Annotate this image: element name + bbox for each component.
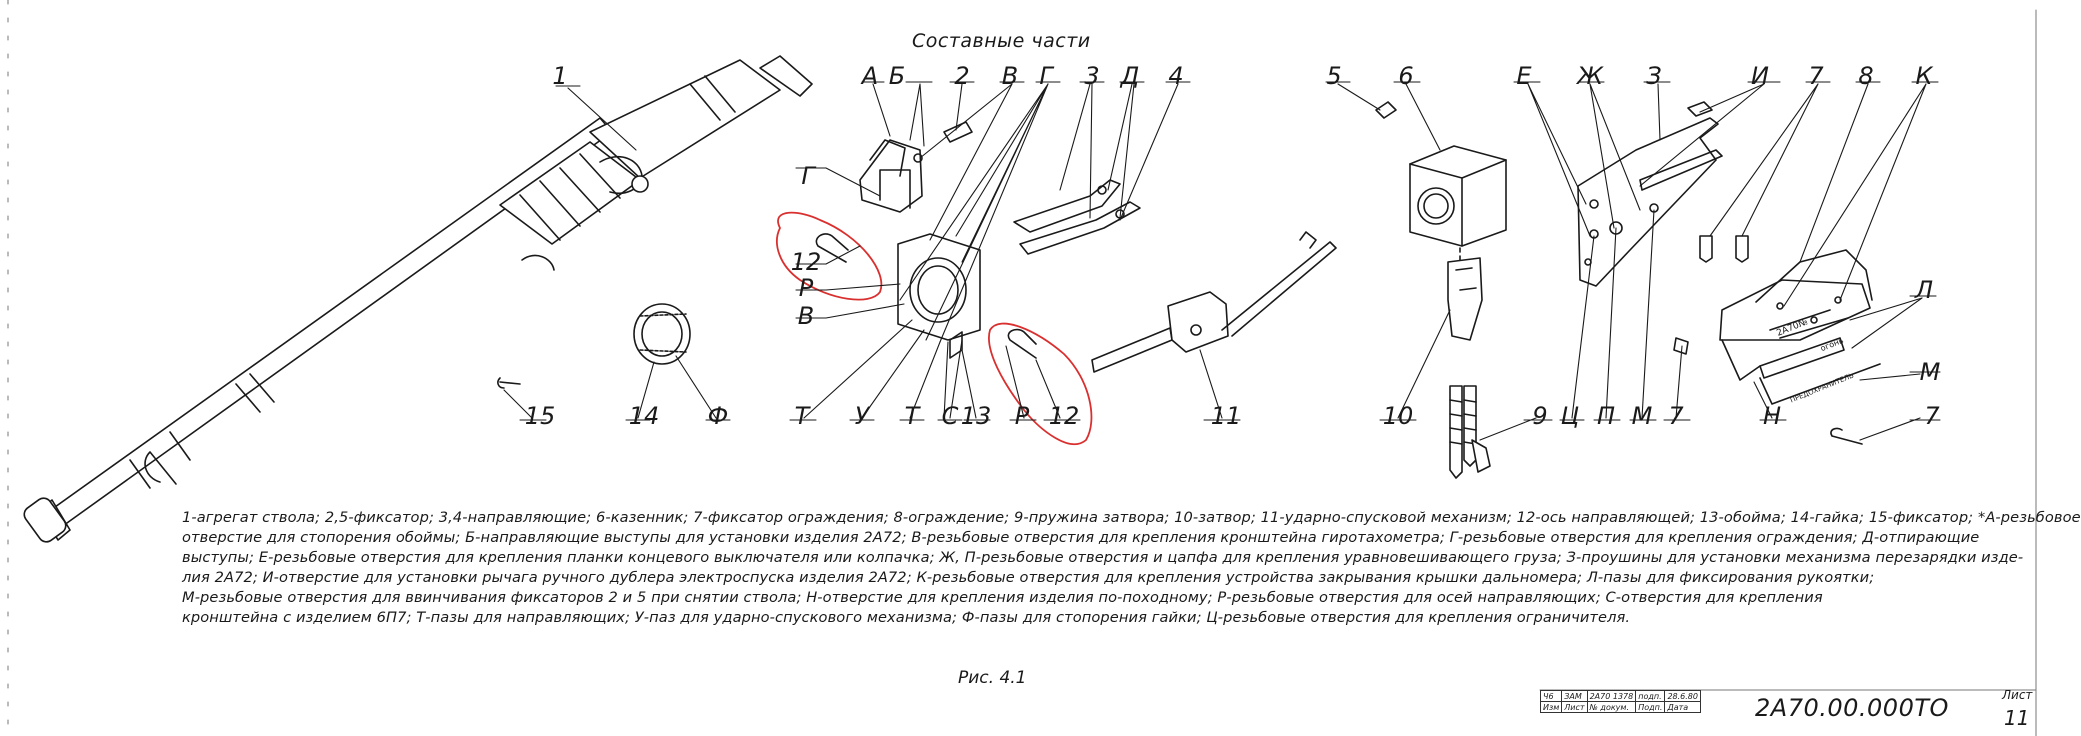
drawing-title: Составные части <box>912 30 1091 52</box>
document-code: 2А70.00.000ТО <box>1755 694 1949 722</box>
breech-part <box>1375 101 1507 479</box>
callout-cF: Ф <box>707 402 729 430</box>
callout-c11: 11 <box>1210 402 1242 430</box>
callout-cG2: Г <box>801 162 815 190</box>
callout-c3: 3 <box>1084 62 1100 90</box>
callout-cA: А <box>861 62 879 90</box>
stamp-cell: 2А70 1378 <box>1586 690 1637 702</box>
callout-cZh: Ж <box>1577 62 1603 90</box>
holder-part <box>859 121 973 213</box>
red-annotation-circles <box>776 211 1093 446</box>
stamp-cell: Ч6 <box>1539 690 1563 702</box>
callout-cE: Е <box>1516 62 1532 90</box>
legend-line: отверстие для стопорения обоймы; Б-напра… <box>182 529 1980 546</box>
callout-cV: В <box>1001 62 1019 90</box>
stamp-cell: Дата <box>1664 701 1701 713</box>
firing-mechanism-part <box>1091 231 1337 373</box>
stamp-cell: Лист <box>1561 701 1588 713</box>
guard-part <box>1673 235 1881 445</box>
callout-cR1: Р <box>798 274 814 302</box>
barrel-assembly-part <box>23 55 813 543</box>
callout-c8: 8 <box>1858 62 1874 90</box>
callout-cZ: З <box>1646 62 1662 90</box>
callout-c2: 2 <box>954 62 970 90</box>
callout-cD: Д <box>1120 62 1140 90</box>
leader-lines <box>503 81 1941 441</box>
callout-c1: 1 <box>552 62 568 90</box>
callout-c6: 6 <box>1398 62 1414 90</box>
callout-c9: 9 <box>1532 402 1548 430</box>
callout-c7c: 7 <box>1924 402 1940 430</box>
stamp-cell: 28.6.80 <box>1664 690 1701 702</box>
callout-cU: У <box>854 402 870 430</box>
callout-c7a: 7 <box>1808 62 1824 90</box>
pin-part <box>497 377 521 389</box>
legend-line: М-резьбовые отверстия для ввинчивания фи… <box>182 589 1823 606</box>
callout-c12a: 12 <box>790 248 822 276</box>
legend-line: кронштейна с изделием 6П7; Т-пазы для на… <box>182 609 1631 626</box>
stamp-cell: Подп. <box>1635 701 1666 713</box>
callout-cM1: М <box>1631 402 1653 430</box>
callout-cN: Н <box>1762 402 1782 430</box>
parts-legend: 1-агрегат ствола; 2,5-фиксатор; 3,4-напр… <box>182 508 2081 628</box>
callout-c10: 10 <box>1382 402 1414 430</box>
callout-cP: П <box>1596 402 1616 430</box>
stamp-cell: Изм <box>1539 701 1563 713</box>
callout-cB: Б <box>888 62 906 90</box>
figure-caption: Рис. 4.1 <box>958 668 1027 688</box>
callout-c5: 5 <box>1326 62 1342 90</box>
callout-cT2: Т <box>904 402 920 430</box>
revision-table: Ч6 ЗАМ 2А70 1378 подп. 28.6.80 Изм Лист … <box>1539 690 1701 713</box>
callout-c13: 13 <box>960 402 992 430</box>
callout-c4: 4 <box>1168 62 1184 90</box>
stamp-cell: подп. <box>1635 690 1666 702</box>
sheet-label: Лист <box>2002 688 2033 702</box>
title-block: Ч6 ЗАМ 2А70 1378 подп. 28.6.80 Изм Лист … <box>1539 688 2038 734</box>
callout-c12b: 12 <box>1048 402 1080 430</box>
callout-cTs: Ц <box>1560 402 1580 430</box>
clip-ring-part <box>815 233 1037 359</box>
callout-c15: 15 <box>524 402 556 430</box>
sheet-number: 11 <box>2004 706 2030 730</box>
legend-line: выступы; Е-резьбовые отверстия для крепл… <box>182 549 2024 566</box>
callout-cM2: М <box>1919 358 1941 386</box>
callout-c14: 14 <box>628 402 660 430</box>
legend-line: лия 2А72; И-отверстие для установки рыча… <box>182 569 1875 586</box>
callout-cK: К <box>1915 62 1933 90</box>
callout-cR2: Р <box>1014 402 1030 430</box>
callout-cI: И <box>1751 62 1769 90</box>
stamp-cell: ЗАМ <box>1561 690 1588 702</box>
nut-part <box>633 303 691 365</box>
legend-line: 1-агрегат ствола; 2,5-фиксатор; 3,4-напр… <box>182 509 2081 526</box>
callout-c7b: 7 <box>1668 402 1684 430</box>
callout-cG: Г <box>1039 62 1053 90</box>
callout-cT1: Т <box>794 402 810 430</box>
stamp-cell: № докум. <box>1586 701 1637 713</box>
callout-cL: Л <box>1914 276 1934 304</box>
callout-cS: С <box>941 402 959 430</box>
callout-cV2: В <box>797 302 815 330</box>
